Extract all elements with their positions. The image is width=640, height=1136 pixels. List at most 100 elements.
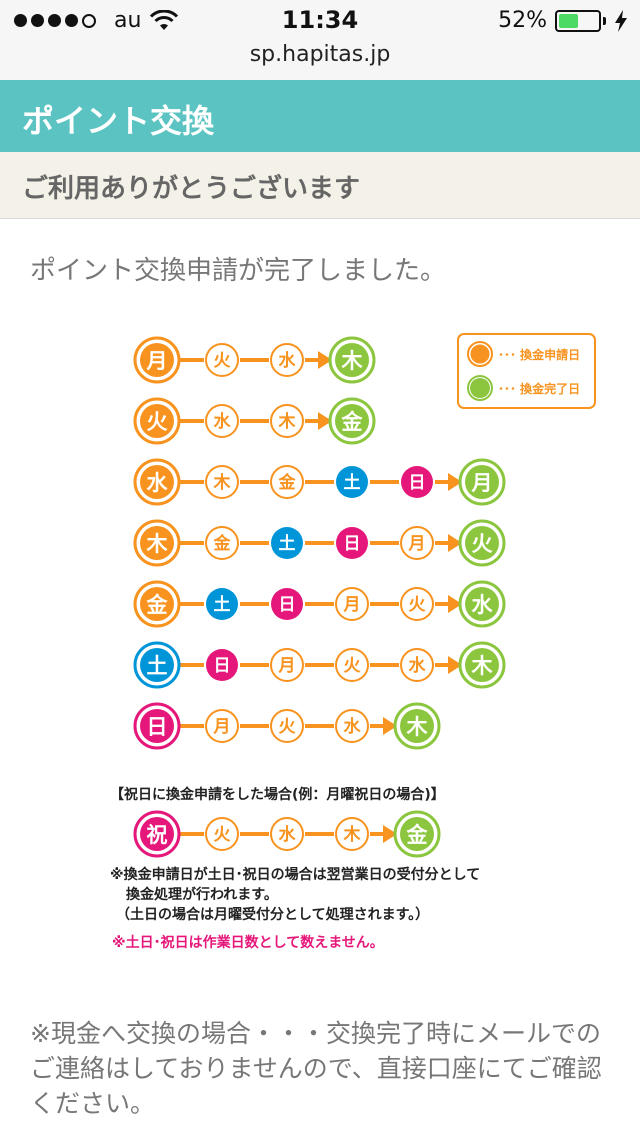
status-bar: au 11:34 52% sp.hapitas.jp [0, 0, 640, 81]
thank-you-heading: ご利用ありがとうございます [22, 174, 361, 204]
battery-percentage: 52% [498, 8, 547, 33]
completion-message: ポイント交換申請が完了しました。 [30, 256, 447, 286]
day-label: 水 [147, 471, 169, 495]
status-right: 52% [498, 8, 628, 33]
day-label: 木 [471, 654, 494, 678]
status-time: 11:34 [281, 6, 359, 34]
day-node: 水 [205, 404, 239, 438]
day-node: 土 [206, 588, 238, 620]
day-label: 土 [214, 594, 231, 615]
day-node: 日 [401, 466, 433, 498]
day-node: 木 [205, 465, 239, 499]
day-label: 月 [278, 656, 296, 676]
day-node: 水 [400, 648, 434, 682]
day-label: 金 [213, 533, 232, 554]
day-node: 木 [133, 519, 181, 567]
schedule-chart: 月火水木火水木金水木金土日月木金土日月火金土日月火水土日月火水木日月火水木･･･… [133, 333, 596, 750]
day-node: 金 [205, 526, 239, 560]
day-node: 木 [335, 817, 369, 851]
day-node: 火 [270, 709, 304, 743]
day-label: 水 [279, 824, 297, 845]
day-label: 水 [279, 350, 297, 371]
day-node: 木 [393, 702, 441, 750]
day-node: 水 [335, 709, 369, 743]
arrow-head-icon [448, 656, 462, 674]
day-label: 日 [279, 595, 296, 615]
day-label: 月 [343, 595, 361, 615]
legend-complete-label: ･･･ 換金完了日 [498, 381, 580, 396]
day-node: 日 [271, 588, 303, 620]
status-left: au [14, 8, 179, 33]
day-label: 木 [213, 472, 232, 493]
day-node: 火 [205, 343, 239, 377]
day-node: 月 [133, 336, 181, 384]
day-label: 月 [213, 717, 231, 737]
wifi-icon [150, 9, 179, 30]
day-node: 金 [393, 810, 441, 858]
arrow-head-icon [318, 412, 332, 430]
day-label: 火 [409, 595, 427, 615]
legend-request-label: ･･･ 換金申請日 [498, 347, 580, 362]
day-node: 木 [328, 336, 376, 384]
day-node: 日 [133, 702, 181, 750]
day-label: 火 [472, 532, 493, 556]
note-line-1: ※換金申請日が土日･祝日の場合は翌営業日の受付分として [110, 867, 481, 883]
day-label: 火 [279, 717, 297, 737]
day-label: 木 [343, 824, 362, 845]
day-node: 土 [271, 527, 303, 559]
day-label: 金 [406, 823, 429, 847]
page-header: ポイント交換 [0, 80, 640, 152]
day-label: 月 [146, 349, 168, 373]
cash-exchange-note: ※現金へ交換の場合・・・交換完了時にメールでのご連絡はしておりませんので、直接口… [30, 1019, 602, 1118]
day-label: 祝 [147, 823, 168, 847]
note-line-3: （土日の場合は月曜受付分として処理されます。） [116, 907, 430, 923]
day-label: 日 [147, 715, 168, 739]
legend: ･･･ 換金申請日 ･･･ 換金完了日 [457, 333, 596, 409]
day-node: 金 [328, 397, 376, 445]
carrier-name: au [114, 8, 142, 33]
day-label: 水 [344, 716, 362, 737]
day-label: 木 [341, 349, 364, 373]
day-label: 水 [214, 411, 232, 432]
day-node: 日 [336, 527, 368, 559]
day-node: 祝 [133, 810, 181, 858]
page-subheader: ご利用ありがとうございます [0, 152, 640, 219]
day-node: 水 [458, 580, 506, 628]
arrow-head-icon [383, 825, 397, 843]
day-node: 月 [205, 709, 239, 743]
day-label: 木 [278, 411, 297, 432]
day-node: 水 [133, 458, 181, 506]
holiday-case-title: 【祝日に換金申請をした場合(例：月曜祝日の場合)】 [110, 787, 445, 803]
day-node: 土 [133, 641, 181, 689]
day-label: 水 [472, 593, 494, 617]
page-title: ポイント交換 [22, 102, 215, 140]
day-label: 土 [344, 472, 361, 493]
battery-tip [603, 16, 606, 25]
day-node: 水 [270, 817, 304, 851]
day-node: 木 [270, 404, 304, 438]
day-node: 金 [270, 465, 304, 499]
arrow-head-icon [383, 717, 397, 735]
day-label: 火 [344, 656, 362, 676]
note-warning: ※土日･祝日は作業日数として数えません。 [112, 935, 384, 951]
exchange-schedule-diagram: 月火水木火水木金水木金土日月木金土日月火金土日月火水土日月火水木日月火水木･･･… [0, 320, 640, 960]
day-label: 土 [279, 533, 296, 554]
day-node: 火 [205, 817, 239, 851]
day-label: 金 [341, 410, 364, 434]
address-bar-url[interactable]: sp.hapitas.jp [249, 42, 391, 67]
day-node: 日 [206, 649, 238, 681]
day-node: 水 [270, 343, 304, 377]
day-label: 木 [406, 715, 429, 739]
day-node: 火 [335, 648, 369, 682]
legend-complete-swatch [470, 378, 490, 398]
arrow-head-icon [448, 534, 462, 552]
day-label: 日 [409, 473, 426, 493]
day-label: 火 [214, 825, 232, 845]
day-node: 月 [458, 458, 506, 506]
day-label: 日 [214, 656, 231, 676]
day-node: 金 [133, 580, 181, 628]
day-node: 火 [400, 587, 434, 621]
day-label: 月 [471, 471, 493, 495]
arrow-head-icon [318, 351, 332, 369]
day-label: 月 [408, 534, 426, 554]
